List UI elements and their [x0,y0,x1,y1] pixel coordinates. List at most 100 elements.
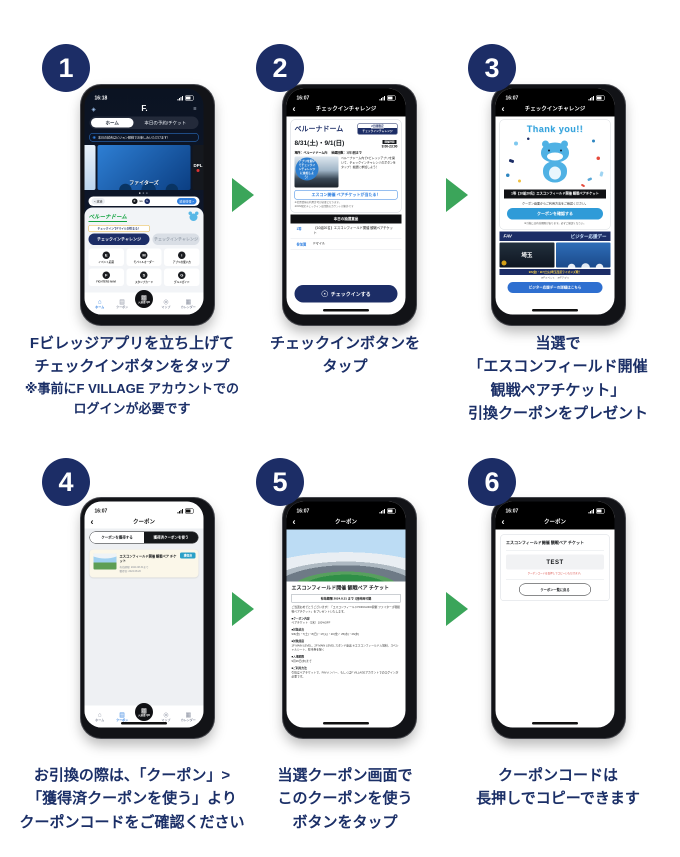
carousel-dots[interactable]: ●●● [138,191,150,196]
back-icon[interactable]: ‹ [501,103,505,114]
checkin-challenge-button[interactable]: チェックインチャレンジ [88,233,150,245]
arrow-right-icon [232,178,254,212]
coupon-code[interactable]: TEST [506,554,604,570]
nav-calendar[interactable]: ▦カレンダー [180,297,196,309]
carousel-slide-main[interactable]: ファイターズ [97,145,191,190]
checkin-challenge-button-disabled: チェックインチャレンジ [152,233,200,245]
tab-reservations[interactable]: 本日の予約/チケット [144,120,187,126]
confetti [518,179,521,183]
prize-rank: 1等 [296,227,302,232]
carousel-slide-next[interactable]: DPL [192,145,204,190]
visitor-day-caption: 9/6(金)・9/7(土)は埼玉西武ライオンズ戦！ [499,268,611,275]
coupon-instruction: クーポン画面からご利用方法をご確認ください。 [521,202,588,206]
menu-icon[interactable]: ≡ [193,106,197,112]
status-time: 16:18 [94,95,108,101]
carousel-slide-prev[interactable] [84,145,96,190]
tab-get-coupon[interactable]: クーポンを獲得する [90,532,144,543]
step-6-caption: クーポンコードは 長押しでコピーできます [476,767,640,808]
players-photo [97,173,191,190]
belluna-dome-logo: ベルーナドーム [88,213,127,222]
players-photo [555,242,611,268]
event-place: 場所：ベルーナドーム内 [294,151,328,155]
screen-coupon-code: 16:07 ‹クーポン エスコンフィールド開催 観戦ペア チケット TEST ク… [495,501,615,728]
versus-label: vs [139,199,143,203]
nav-map[interactable]: ◎マップ [156,711,175,722]
carousel-title: ファイターズ [129,180,159,187]
checkin-button[interactable]: チェックインする [294,285,398,303]
nav-qr-button[interactable]: ▩入退場 QR [134,703,153,721]
prize-name: Fマイル [313,241,326,246]
thank-you-card: Thank you!! 1等【10組20名】エスコンフィールド開催 観戦ペアチケ… [499,119,611,230]
confirm-coupon-button[interactable]: クーポンを確認する [507,207,603,220]
arrow-right-icon [446,178,468,212]
coupon-card[interactable]: 獲得済 エスコンフィールド開催 観戦ペア チケット 有効期限: 2024.08.… [89,549,199,578]
location-pin-icon [321,290,328,297]
prize-row: 1等 【10組20名】エスコンフィールド開催 観戦ペアチケット [290,224,402,239]
info-icon: i [178,251,186,259]
confetti [514,141,518,146]
home-indicator [532,309,578,312]
nav-coupon[interactable]: ▤クーポン [113,711,132,722]
tab-use-coupon[interactable]: 獲得済クーポンを使う [144,532,198,543]
back-icon[interactable]: ‹ [292,516,296,527]
back-icon[interactable]: ‹ [90,516,94,527]
nav-calendar[interactable]: ▦カレンダー [180,710,196,722]
nav-map[interactable]: ◎マップ [156,298,175,309]
coupon-tabs: クーポンを獲得する 獲得済クーポンを使う [89,531,199,544]
nav-home[interactable]: ⌂ホーム [90,298,109,309]
visitor-day-detail-button[interactable]: ビジター応援デーの詳細はこちら [507,281,603,293]
battery-icon [185,95,194,101]
page-title: チェックインチャレンジ [315,106,377,112]
step-number-5: 5 [256,458,304,506]
coupon-validity: 有効期限 2024.8.31 まで 1回利用可能 [291,594,401,603]
back-to-list-button[interactable]: クーポン一覧に戻る [519,583,591,596]
status-time: 16:07 [505,95,519,101]
signal-bars-icon [177,508,183,514]
nav-home[interactable]: ⌂ホーム [90,711,109,722]
carousel[interactable]: ファイターズ DPL [84,145,204,190]
calendar-icon: ▦ [185,297,192,305]
prize-name: 【10組20名】エスコンフィールド開催 観戦ペアチケット [313,226,393,235]
expiry-note: ※引換には有効期限があります。必ずご確認ください。 [524,221,586,225]
match-info-button[interactable]: 試合情報 > [176,198,197,205]
stadium-thumbnail [93,553,117,570]
copy-hint: クーポンコードは長押しでコピーいただけます。 [527,572,583,575]
bottom-nav: ⌂ホーム ▤クーポン ▩入退場 QR ◎マップ ▦カレンダー [84,703,204,728]
step-3-caption: 当選で 「エスコンフィールド開催 観戦ペアチケット」 引換クーポンをプレゼント [467,335,648,422]
confetti [596,156,600,160]
status-bar: 16:18 [85,89,204,104]
notice-banner[interactable]: ◉ 本日の試合はビジョン観戦でお楽しみいただけます！ [89,133,199,142]
challenge-card: ベルーナドーム 2日間限定 チェックインチャレンジ 8/31(土)・9/1(日)… [290,119,402,213]
step-5-caption: 当選クーポン画面で このクーポンを使う ボタンをタップ [277,767,413,831]
mascot-icon [188,211,200,223]
match-info-bar: < 試合 F vs L 試合情報 > [88,196,200,206]
back-icon[interactable]: ‹ [501,516,505,527]
nav-qr-button[interactable]: ▩入退場 QR [134,290,153,308]
app-diamond-icon[interactable]: ◈ [91,106,96,113]
home-icon: ⌂ [97,710,102,718]
step-4-caption: お引換の際は、「クーポン」> 「獲得済クーポンを使う」より クーポンコードをご確… [19,767,245,831]
coupon-icon: ▤ [119,710,125,718]
nav-coupon[interactable]: ▤クーポン [113,298,132,309]
battery-icon [387,508,396,514]
arrow-right-icon [446,592,468,626]
battery-icon [387,95,396,101]
home-indicator [323,309,369,312]
tab-home[interactable]: ホーム [91,118,134,128]
note-location: ※位置情報の利用許可が必要となります。 [294,201,342,204]
confetti [599,171,604,177]
acquired-badge: 獲得済 [180,552,196,559]
saitama-photo: 埼玉 [499,242,555,268]
visitor-day-banner[interactable]: FAV ビジター応援デー 埼玉 9/6(金)・9/7(土)は埼玉西武ライオンズ戦… [499,231,611,293]
back-icon[interactable]: ‹ [292,103,296,114]
stamp-icon: S [140,271,148,279]
step-number-6: 6 [468,458,516,506]
match-prev-button[interactable]: < 試合 [91,198,106,205]
coupon-acquired-date: 獲得日: 2024.08.20 [119,569,141,573]
